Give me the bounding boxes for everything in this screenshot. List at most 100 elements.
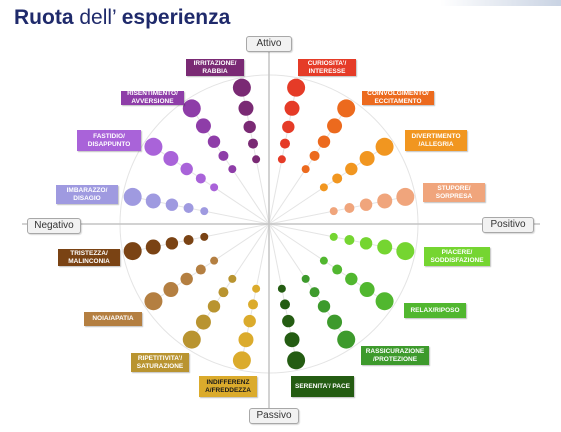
intensity-dot-curiosita <box>282 120 295 134</box>
intensity-dot-ripetitivita <box>228 274 237 283</box>
intensity-dot-divertimento <box>375 137 394 156</box>
intensity-dot-tristezza <box>200 232 209 241</box>
intensity-dot-ripetitivita <box>182 330 201 349</box>
intensity-dot-indifferenza <box>238 332 254 348</box>
intensity-dot-indifferenza <box>248 299 259 310</box>
intensity-dot-risentimento <box>182 99 201 118</box>
intensity-dot-rassicurazione <box>337 330 356 349</box>
intensity-dot-piacere <box>344 234 355 245</box>
intensity-dot-stupore <box>344 203 355 214</box>
label-coinvolgimento: COINVOLGIMENTO/ ECCITAMENTO <box>362 90 434 105</box>
intensity-dot-relax <box>332 264 343 275</box>
intensity-dot-indifferenza <box>243 314 256 328</box>
label-curiosita: CURIOSITA’/ INTERESSE <box>298 59 356 76</box>
label-serenita: SERENITA’/ PACE <box>291 376 354 397</box>
page-title: Ruota dell’ esperienza <box>14 4 230 32</box>
intensity-dot-serenita <box>277 284 286 293</box>
intensity-dot-piacere <box>377 239 393 255</box>
intensity-dot-rassicurazione <box>301 274 310 283</box>
intensity-dot-fastidio <box>144 137 163 156</box>
intensity-dot-imbarazzo <box>145 193 161 209</box>
intensity-dot-ripetitivita <box>195 314 211 330</box>
intensity-dot-relax <box>345 272 358 286</box>
label-piacere: PIACERE/ SODDISFAZIONE <box>424 247 490 266</box>
intensity-dot-fastidio <box>195 173 206 184</box>
label-risentimento: RISENTIMENTO/ AVVERSIONE <box>121 90 184 105</box>
intensity-dot-relax <box>375 292 394 311</box>
intensity-dot-rassicurazione <box>327 314 343 330</box>
intensity-dot-indifferenza <box>232 351 251 370</box>
intensity-dot-tristezza <box>165 237 179 250</box>
intensity-dot-serenita <box>279 299 290 310</box>
intensity-dot-divertimento <box>332 173 343 184</box>
intensity-dot-tristezza <box>145 239 161 255</box>
intensity-dot-stupore <box>396 187 415 206</box>
intensity-dot-stupore <box>329 207 338 216</box>
intensity-dot-imbarazzo <box>165 198 179 211</box>
intensity-dot-risentimento <box>195 118 211 134</box>
intensity-dot-noia <box>180 272 193 286</box>
intensity-dot-fastidio <box>210 183 219 192</box>
axis-label-passivo: Passivo <box>249 408 299 424</box>
intensity-dot-coinvolgimento <box>317 135 331 148</box>
intensity-dot-coinvolgimento <box>327 118 343 134</box>
intensity-dot-relax <box>319 256 328 265</box>
intensity-dot-irritazione <box>238 100 254 116</box>
intensity-dot-serenita <box>287 351 306 370</box>
intensity-dot-imbarazzo <box>200 207 209 216</box>
intensity-dots <box>123 78 415 370</box>
intensity-dot-stupore <box>377 193 393 209</box>
intensity-dot-curiosita <box>287 78 306 97</box>
intensity-dot-irritazione <box>243 120 256 134</box>
intensity-dot-relax <box>359 282 375 298</box>
intensity-dot-coinvolgimento <box>301 165 310 174</box>
label-irritazione: IRRITAZIONE/ RABBIA <box>186 59 244 76</box>
label-indifferenza: INDIFFERENZ A/FREDDEZZA <box>199 376 257 397</box>
label-tristezza: TRISTEZZA/ MALINCONIA <box>58 249 120 266</box>
intensity-dot-rassicurazione <box>317 300 331 313</box>
title-word-esperienza: esperienza <box>121 6 231 29</box>
axis-label-attivo: Attivo <box>246 36 292 52</box>
intensity-dot-ripetitivita <box>207 300 221 313</box>
label-divertimento: DIVERTIMENTO /ALLEGRIA <box>405 130 467 151</box>
intensity-dot-noia <box>195 264 206 275</box>
intensity-dot-piacere <box>359 237 373 250</box>
label-rassicurazione: RASSICURAZIONE /PROTEZIONE <box>361 346 429 365</box>
intensity-dot-divertimento <box>359 150 375 166</box>
intensity-dot-rassicurazione <box>309 287 320 298</box>
label-ripetitivita: RIPETITIVITA’/ SATURAZIONE <box>131 353 189 372</box>
intensity-dot-imbarazzo <box>123 187 142 206</box>
label-noia: NOIA/APATIA <box>84 312 142 326</box>
intensity-dot-imbarazzo <box>183 203 194 214</box>
intensity-dot-curiosita <box>277 155 286 164</box>
intensity-dot-irritazione <box>248 138 259 149</box>
title-word-dell: dell’ <box>73 6 122 29</box>
label-imbarazzo: IMBARAZZO/ DISAGIO <box>56 185 118 204</box>
axis-label-negativo: Negativo <box>27 218 81 234</box>
intensity-dot-fastidio <box>180 162 193 176</box>
intensity-dot-curiosita <box>279 138 290 149</box>
label-fastidio: FASTIDIO/ DISAPPUNTO <box>77 130 141 151</box>
intensity-dot-noia <box>163 282 179 298</box>
intensity-dot-irritazione <box>252 155 261 164</box>
intensity-dot-coinvolgimento <box>337 99 356 118</box>
intensity-dot-divertimento <box>345 162 358 176</box>
intensity-dot-risentimento <box>207 135 221 148</box>
label-stupore: STUPORE/ SORPRESA <box>423 183 485 202</box>
intensity-dot-piacere <box>396 242 415 261</box>
intensity-dot-stupore <box>359 198 373 211</box>
intensity-dot-piacere <box>329 232 338 241</box>
intensity-dot-indifferenza <box>252 284 261 293</box>
intensity-dot-risentimento <box>228 165 237 174</box>
title-word-ruota: Ruota <box>14 6 74 29</box>
intensity-dot-tristezza <box>183 234 194 245</box>
intensity-dot-irritazione <box>232 78 251 97</box>
intensity-dot-tristezza <box>123 242 142 261</box>
intensity-dot-ripetitivita <box>218 287 229 298</box>
intensity-dot-fastidio <box>163 150 179 166</box>
intensity-dot-curiosita <box>284 100 300 116</box>
intensity-dot-coinvolgimento <box>309 150 320 161</box>
intensity-dot-noia <box>144 292 163 311</box>
decorative-top-bar <box>440 0 561 6</box>
